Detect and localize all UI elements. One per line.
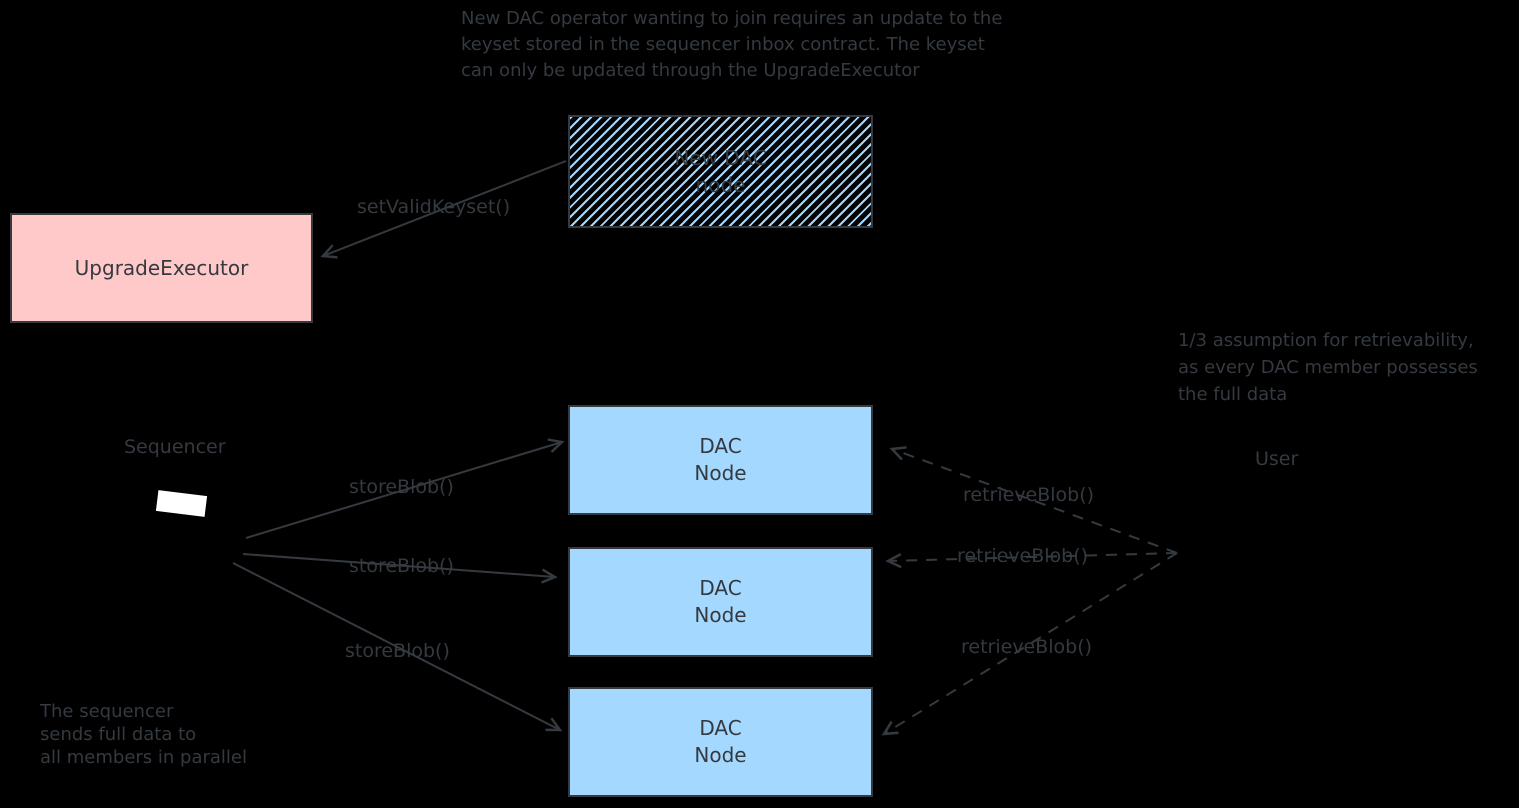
user-label: User bbox=[1255, 448, 1299, 470]
new-dac-node-label: New DAC node bbox=[674, 145, 767, 197]
sequencer-label: Sequencer bbox=[124, 436, 226, 458]
edge-label-set-valid-keyset: setValidKeyset() bbox=[357, 196, 511, 218]
arrow-store-blob-2 bbox=[242, 553, 558, 584]
dac-node-1-label: DAC Node bbox=[694, 434, 747, 485]
note-keyset-update: New DAC operator wanting to join require… bbox=[461, 8, 1003, 81]
edge-label-retrieve-blob-3: retrieveBlob() bbox=[961, 636, 1093, 658]
upgrade-executor-label: UpgradeExecutor bbox=[74, 255, 249, 280]
dac-node-box-1: DAC Node bbox=[568, 405, 873, 515]
dac-node-2-label: DAC Node bbox=[694, 576, 747, 627]
arrow-retrieve-blob-2 bbox=[885, 552, 1178, 569]
note-sequencer-parallel: The sequencer sends full data to all mem… bbox=[40, 701, 247, 768]
dac-node-3-label: DAC Node bbox=[694, 716, 747, 767]
edge-label-retrieve-blob-1: retrieveBlob() bbox=[963, 484, 1095, 506]
edge-label-store-blob-1: storeBlob() bbox=[349, 476, 454, 498]
edge-label-store-blob-2: storeBlob() bbox=[349, 555, 454, 577]
upgrade-executor-box: UpgradeExecutor bbox=[10, 213, 313, 323]
arrow-set-valid-keyset bbox=[320, 160, 567, 259]
edge-label-store-blob-3: storeBlob() bbox=[345, 640, 450, 662]
arrow-retrieve-blob-1 bbox=[889, 446, 1178, 554]
edge-label-retrieve-blob-2: retrieveBlob() bbox=[957, 545, 1089, 567]
arrow-store-blob-1 bbox=[245, 438, 565, 539]
new-dac-node-box: New DAC node bbox=[568, 115, 873, 228]
dac-node-box-2: DAC Node bbox=[568, 547, 873, 657]
arrow-retrieve-blob-3 bbox=[881, 552, 1178, 736]
note-retrievability-assumption: 1/3 assumption for retrievability, as ev… bbox=[1178, 330, 1478, 405]
arrow-store-blob-3 bbox=[232, 562, 563, 732]
dac-node-box-3: DAC Node bbox=[568, 687, 873, 797]
